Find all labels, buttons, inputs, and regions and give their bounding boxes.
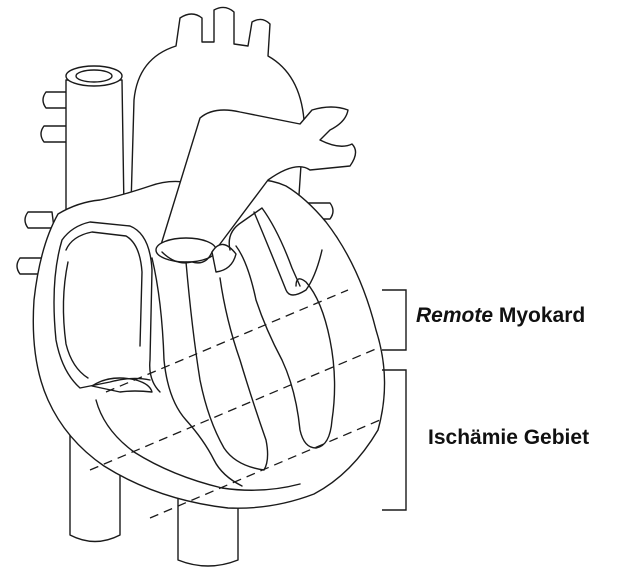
myokard-text: Myokard [493, 304, 585, 327]
remote-myocardium-label: Remote Myokard [416, 304, 585, 328]
bracket-ischemia [382, 370, 406, 510]
ischemia-region-label: Ischämie Gebiet [428, 426, 589, 450]
remote-italic-text: Remote [416, 304, 493, 327]
superior-vena-cava-opening [66, 66, 122, 86]
pulmonary-vein-left-3 [25, 212, 54, 228]
bracket-remote-myocardium [382, 290, 406, 350]
pulmonary-valve [156, 238, 216, 262]
